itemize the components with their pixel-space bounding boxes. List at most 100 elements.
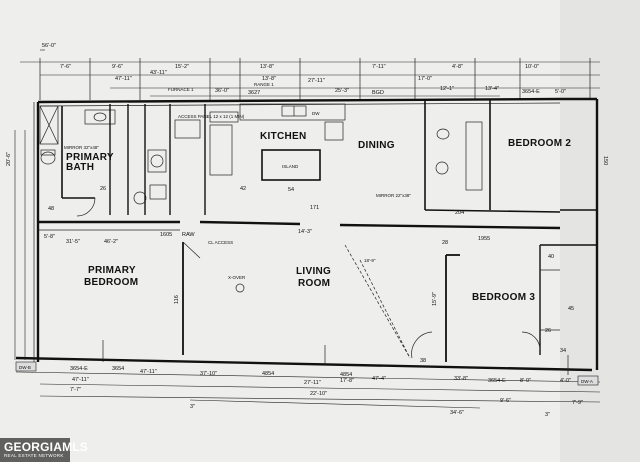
sink-primary	[93, 112, 107, 122]
dim-overall: 56'-0"	[42, 43, 56, 49]
mls-watermark: GEORGIAMLS REAL ESTATE NETWORK	[0, 438, 88, 462]
kitchen: ISLAND KITCHEN 42 54 171 DW	[209, 103, 346, 211]
dim-18-9: 18'-9"	[364, 258, 376, 263]
dim-d2: 9'-6"	[112, 64, 123, 70]
dim-b15: 7'-9"	[572, 400, 583, 406]
dim-b14: 9'-6"	[500, 398, 511, 404]
dim-bed3: 15'-9"	[432, 292, 438, 306]
dim-42: 42	[240, 186, 246, 192]
tag-right	[577, 375, 599, 386]
label-dining: DINING	[358, 140, 395, 151]
dim-f5: BGD	[372, 90, 384, 96]
primary-bath: PRIMARY BATH MIRROR 32"x48" 26 48	[39, 105, 117, 217]
dim-26b: 26	[545, 328, 551, 334]
dim-31: 31'-5"	[66, 239, 80, 245]
dim-14-3: 14'-3"	[298, 229, 312, 235]
label-bedroom-3: BEDROOM 3	[472, 292, 535, 303]
living-room: LIVING ROOM X-OVER 18'-9" 38	[228, 244, 433, 364]
dim-b13: 7'-7"	[70, 387, 81, 393]
mirror-hall: MIRROR 22"x38"	[376, 193, 411, 198]
sink-hall	[435, 161, 449, 175]
left-dimensions: 20'-6"	[6, 130, 26, 360]
utility-strip: ACCESS PANEL 12 x 12 (1 MIN)	[109, 104, 245, 215]
dim-116: 116	[174, 295, 180, 304]
dim-b4: 37'-10"	[200, 371, 217, 377]
dim-b3: 47'-11"	[72, 377, 89, 383]
bedroom-2: BEDROOM 2 150	[508, 138, 608, 211]
dim-150: 150	[602, 156, 608, 165]
dim-1955: 1955	[478, 236, 490, 242]
label-furnace: FURNACE 1	[168, 87, 194, 92]
top-dimensions: 56'-0" 7'-6" 9'-6" 15'-2" 13'-8" 7'-11" …	[20, 43, 600, 100]
bedroom-3: BEDROOM 3 40 45 26 28 34 15'-9"	[432, 240, 597, 362]
tag-left	[15, 361, 37, 372]
tag-left-label: DW-B	[19, 365, 31, 370]
mirror-primary: MIRROR 32"x48"	[64, 145, 99, 150]
dim-d1: 7'-6"	[60, 64, 71, 70]
toilet-primary	[40, 151, 56, 165]
dim-b6: 4854	[340, 372, 352, 378]
watermark-sub: REAL ESTATE NETWORK	[4, 453, 64, 458]
label-xover: X-OVER	[228, 275, 246, 280]
label-primary-bath: PRIMARY BATH	[66, 152, 117, 173]
label-primary-bedroom: PRIMARY BEDROOM	[84, 265, 139, 288]
dim-40: 40	[548, 254, 554, 260]
dim-raw: RAW	[182, 232, 195, 238]
dim-f8: 3654-E	[522, 89, 540, 95]
water-heater	[147, 149, 167, 173]
dim-b9: 3654-E	[488, 378, 506, 384]
label-access: ACCESS PANEL 12 x 12 (1 MIN)	[178, 114, 245, 119]
dryer	[133, 191, 147, 205]
dim-f6: 12'-1"	[440, 86, 454, 92]
dim-b10: 8'-0"	[520, 378, 531, 384]
dim-b17: 3"	[190, 404, 195, 410]
dim-f4: 25'-3"	[335, 88, 349, 94]
dim-b19: 33'-8"	[454, 376, 468, 382]
hall-wall: 5'-8" 31'-5" 46'-2" 1605 RAW 14'-3" 1955…	[38, 220, 561, 245]
dim-f3: 3627	[248, 90, 260, 96]
dim-b8: 17'-8"	[340, 378, 354, 384]
dim-left-1: 20'-6"	[6, 152, 12, 166]
tub-hall	[465, 121, 483, 191]
paper-shadow	[560, 0, 640, 462]
dim-e2: 47'-11"	[115, 76, 132, 82]
dim-b2: 3654	[112, 366, 124, 372]
dim-f9: 5'-0"	[555, 89, 566, 95]
dining: DINING	[358, 140, 395, 151]
dim-45: 45	[568, 306, 574, 312]
label-range: RANGE 1	[254, 82, 274, 87]
dim-b16: 34'-6"	[450, 410, 464, 416]
label-dw: DW	[312, 111, 320, 116]
dim-f1: 36'-0"	[215, 88, 229, 94]
dim-28: 28	[442, 240, 448, 246]
dim-b3b: 47'-11"	[140, 369, 157, 375]
dim-48: 48	[48, 206, 54, 212]
dim-e3: 13'-8"	[262, 76, 276, 82]
kitchen-island	[261, 149, 321, 181]
dim-b11: 4'-0"	[560, 378, 571, 384]
dim-d5: 7'-11"	[372, 64, 386, 70]
toilet-hall	[436, 128, 450, 140]
washer	[149, 184, 167, 200]
dim-d6: 4'-8"	[452, 64, 463, 70]
dim-b5: 4854	[262, 371, 274, 377]
tag-right-label: DW-A	[581, 379, 593, 384]
kitchen-range	[209, 124, 233, 176]
dim-b1: 3654-E	[70, 366, 88, 372]
dim-b12: 22'-10"	[310, 391, 327, 397]
hall-bath: MIRROR 22"x38" 204	[376, 100, 561, 216]
dim-54: 54	[288, 187, 294, 193]
dim-5ft: 5'-8"	[44, 234, 55, 240]
bottom-dimensions: DW-B DW-A 3654-E 3654 47'-11" 47'-11" 37…	[15, 340, 601, 418]
xover-marker	[235, 283, 245, 293]
dim-171: 171	[310, 205, 319, 211]
label-bedroom-2: BEDROOM 2	[508, 138, 571, 149]
dim-b20: 47'-4"	[372, 376, 386, 382]
primary-bedroom: PRIMARY BEDROOM 116	[84, 241, 201, 355]
dim-38: 38	[420, 358, 426, 364]
kitchen-counter	[239, 103, 346, 121]
dim-204: 204	[455, 210, 464, 216]
watermark-brand: GEORGIAMLS	[4, 440, 89, 454]
dim-d4: 13'-8"	[260, 64, 274, 70]
